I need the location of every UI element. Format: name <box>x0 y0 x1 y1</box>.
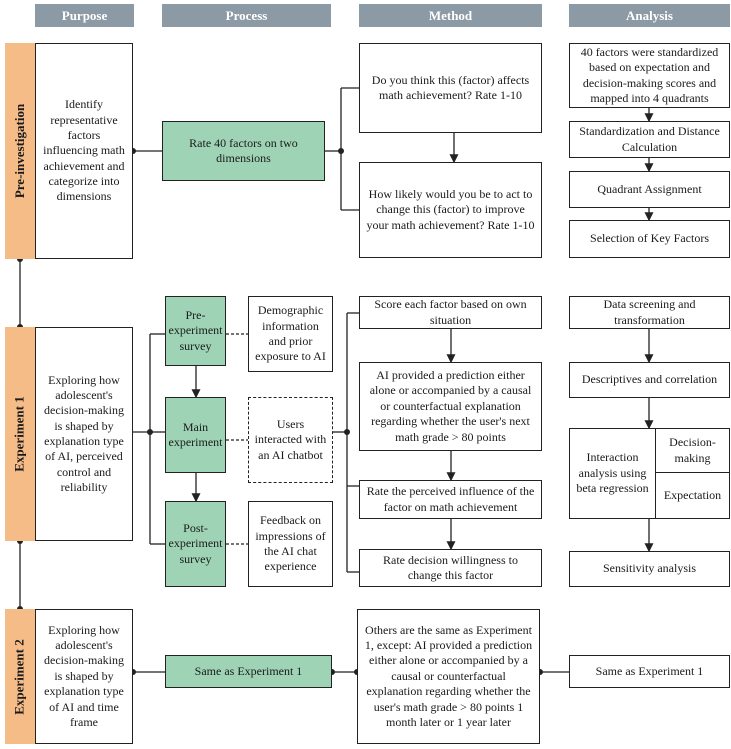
phase-experiment-1: Experiment 1 <box>5 327 35 541</box>
exp1-pre-survey-desc: Demographic information and prior exposu… <box>248 296 333 372</box>
pre-process-box: Rate 40 factors on two dimensions <box>162 121 325 181</box>
exp1-analysis-expectation: Expectation <box>663 487 722 502</box>
exp1-analysis-decision-making: Decision-making <box>656 429 729 473</box>
header-purpose: Purpose <box>35 4 134 27</box>
exp1-analysis-sensitivity: Sensitivity analysis <box>569 551 730 587</box>
exp1-post-survey-box: Post-experiment survey <box>165 501 226 587</box>
header-method: Method <box>359 4 542 27</box>
pre-purpose-box: Identify representative factors influenc… <box>35 43 133 259</box>
header-process: Process <box>162 4 331 27</box>
exp1-pre-survey-box: Pre-experiment survey <box>165 296 226 366</box>
exp1-purpose-box: Exploring how adolescent's decision-maki… <box>35 327 133 541</box>
exp1-analysis-screening: Data screening and transformation <box>569 296 730 329</box>
pre-analysis-selection: Selection of Key Factors <box>569 220 730 258</box>
exp2-process-box: Same as Experiment 1 <box>165 655 332 688</box>
exp1-main-experiment-box: Main experiment <box>165 397 226 473</box>
exp1-analysis-interaction-group: Interaction analysis using beta regressi… <box>569 428 730 519</box>
pre-method-question-1: Do you think this (factor) affects math … <box>359 43 542 133</box>
exp1-method-score: Score each factor based on own situation <box>359 296 542 329</box>
pre-method-question-2: How likely would you be to act to change… <box>359 162 542 258</box>
exp1-method-prediction: AI provided a prediction either alone or… <box>359 362 542 451</box>
exp2-method-box: Others are the same as Experiment 1, exc… <box>357 609 540 744</box>
exp1-analysis-descriptives: Descriptives and correlation <box>569 362 730 398</box>
exp1-method-influence: Rate the perceived influence of the fact… <box>359 480 542 519</box>
exp1-analysis-interaction: Interaction analysis using beta regressi… <box>570 429 656 518</box>
exp1-main-desc: Users interacted with an AI chatbot <box>248 397 333 483</box>
pre-analysis-distance: Standardization and Distance Calculation <box>569 121 730 158</box>
exp1-method-willingness: Rate decision willingness to change this… <box>359 549 542 587</box>
header-analysis: Analysis <box>569 4 730 27</box>
phase-pre-investigation: Pre-investigation <box>5 43 35 259</box>
pre-analysis-quadrant: Quadrant Assignment <box>569 171 730 208</box>
exp1-post-survey-desc: Feedback on impressions of the AI chat e… <box>248 501 333 587</box>
phase-experiment-2: Experiment 2 <box>5 609 35 744</box>
exp2-purpose-box: Exploring how adolescent's decision-maki… <box>35 609 133 744</box>
pre-analysis-standardize: 40 factors were standardized based on ex… <box>569 43 730 108</box>
exp2-analysis-box: Same as Experiment 1 <box>569 655 730 688</box>
